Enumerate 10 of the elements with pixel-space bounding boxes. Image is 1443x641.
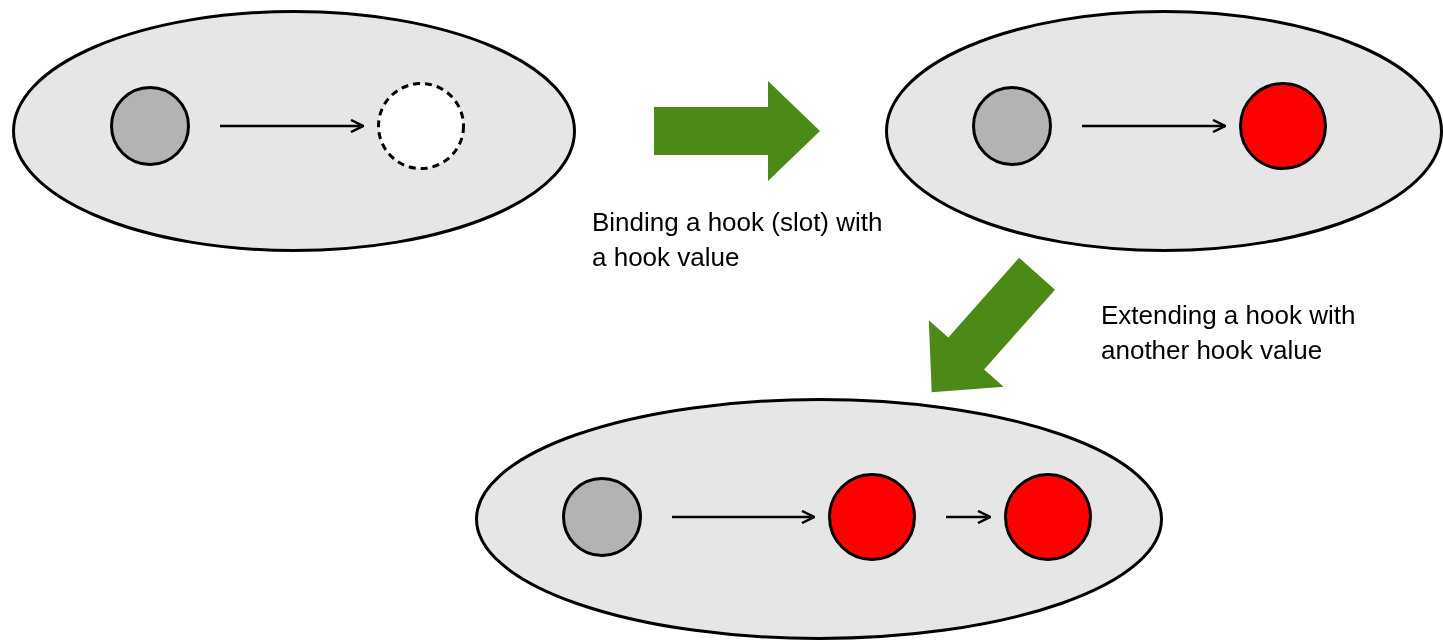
value-circle (972, 86, 1052, 166)
empty-slot-circle (377, 82, 465, 170)
value-circle (562, 477, 642, 557)
value-circle (828, 473, 916, 561)
ellipse-container (885, 10, 1443, 252)
value-circle (110, 86, 190, 166)
ellipse-container (12, 10, 576, 252)
value-circle (1239, 82, 1327, 170)
ellipse-container (475, 398, 1163, 640)
value-circle (1004, 473, 1092, 561)
